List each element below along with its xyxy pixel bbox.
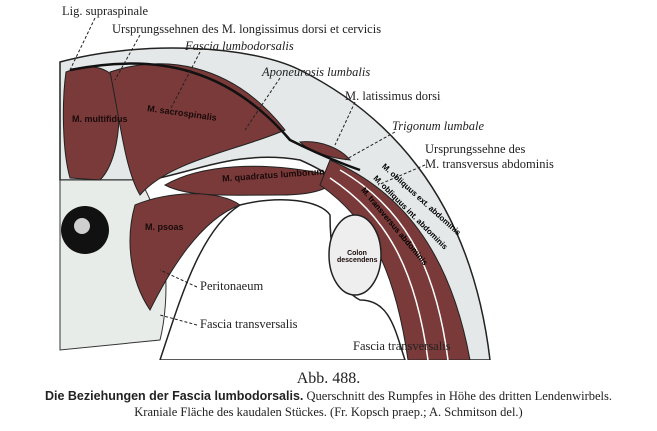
leader-line xyxy=(159,314,198,326)
label-trigonum-lumbale: Trigonum lumbale xyxy=(392,119,485,133)
muscle-separator-line xyxy=(339,169,449,360)
figure-number: Abb. 488. xyxy=(296,370,361,387)
muscle-label-multifidus: M. multifidus xyxy=(72,114,128,124)
caption-line-1: Die Beziehungen der Fascia lumbodorsalis… xyxy=(0,389,657,404)
label-peritonaeum: Peritonaeum xyxy=(200,279,264,293)
caption-line1-rest: Querschnitt des Rumpfes in Höhe des drit… xyxy=(303,389,613,403)
label-ursprungssehne-line2: M. transversus abdominis xyxy=(425,157,554,171)
leader-line xyxy=(244,77,281,131)
multifidus-muscle xyxy=(62,66,120,181)
label-ursprungssehne-line1: Ursprungssehne des xyxy=(425,142,526,156)
label-fascia-lumbodorsalis: Fascia lumbodorsalis xyxy=(185,39,294,53)
peritoneal-cavity xyxy=(159,199,406,360)
label-latissimus-dorsi: M. latissimus dorsi xyxy=(345,89,441,103)
leader-lines xyxy=(69,17,426,326)
caption-title: Die Beziehungen der Fascia lumbodorsalis… xyxy=(44,389,304,403)
label-ursprungssehnen: Ursprungssehnen des M. longissimus dorsi… xyxy=(112,22,382,36)
label-aponeurosis-lumbalis: Aponeurosis lumbalis xyxy=(262,65,371,79)
label-fascia-transversalis-left: Fascia transversalis xyxy=(200,317,298,331)
label-lig-supraspinale: Lig. supraspinale xyxy=(62,4,149,18)
muscle-label-psoas: M. psoas xyxy=(145,222,184,232)
muscle-separator-line xyxy=(329,177,429,360)
spinal-canal-highlight xyxy=(74,218,90,234)
leader-line xyxy=(334,101,356,146)
cross-section-illustration xyxy=(59,17,491,360)
leader-line xyxy=(377,164,426,186)
colon-descendens xyxy=(328,214,382,296)
leader-line xyxy=(159,269,198,288)
leader-line xyxy=(344,131,396,161)
leader-line xyxy=(169,51,201,111)
muscle-label-colon: Colon descendens xyxy=(337,250,378,264)
leader-line xyxy=(114,34,141,81)
fascia-lumbodorsalis-line xyxy=(69,62,361,172)
psoas-muscle xyxy=(129,193,242,311)
label-fascia-transversalis-right: Fascia transversalis xyxy=(353,339,451,353)
caption-line-2: Kraniale Fläche des kaudalen Stückes. (F… xyxy=(134,405,523,419)
